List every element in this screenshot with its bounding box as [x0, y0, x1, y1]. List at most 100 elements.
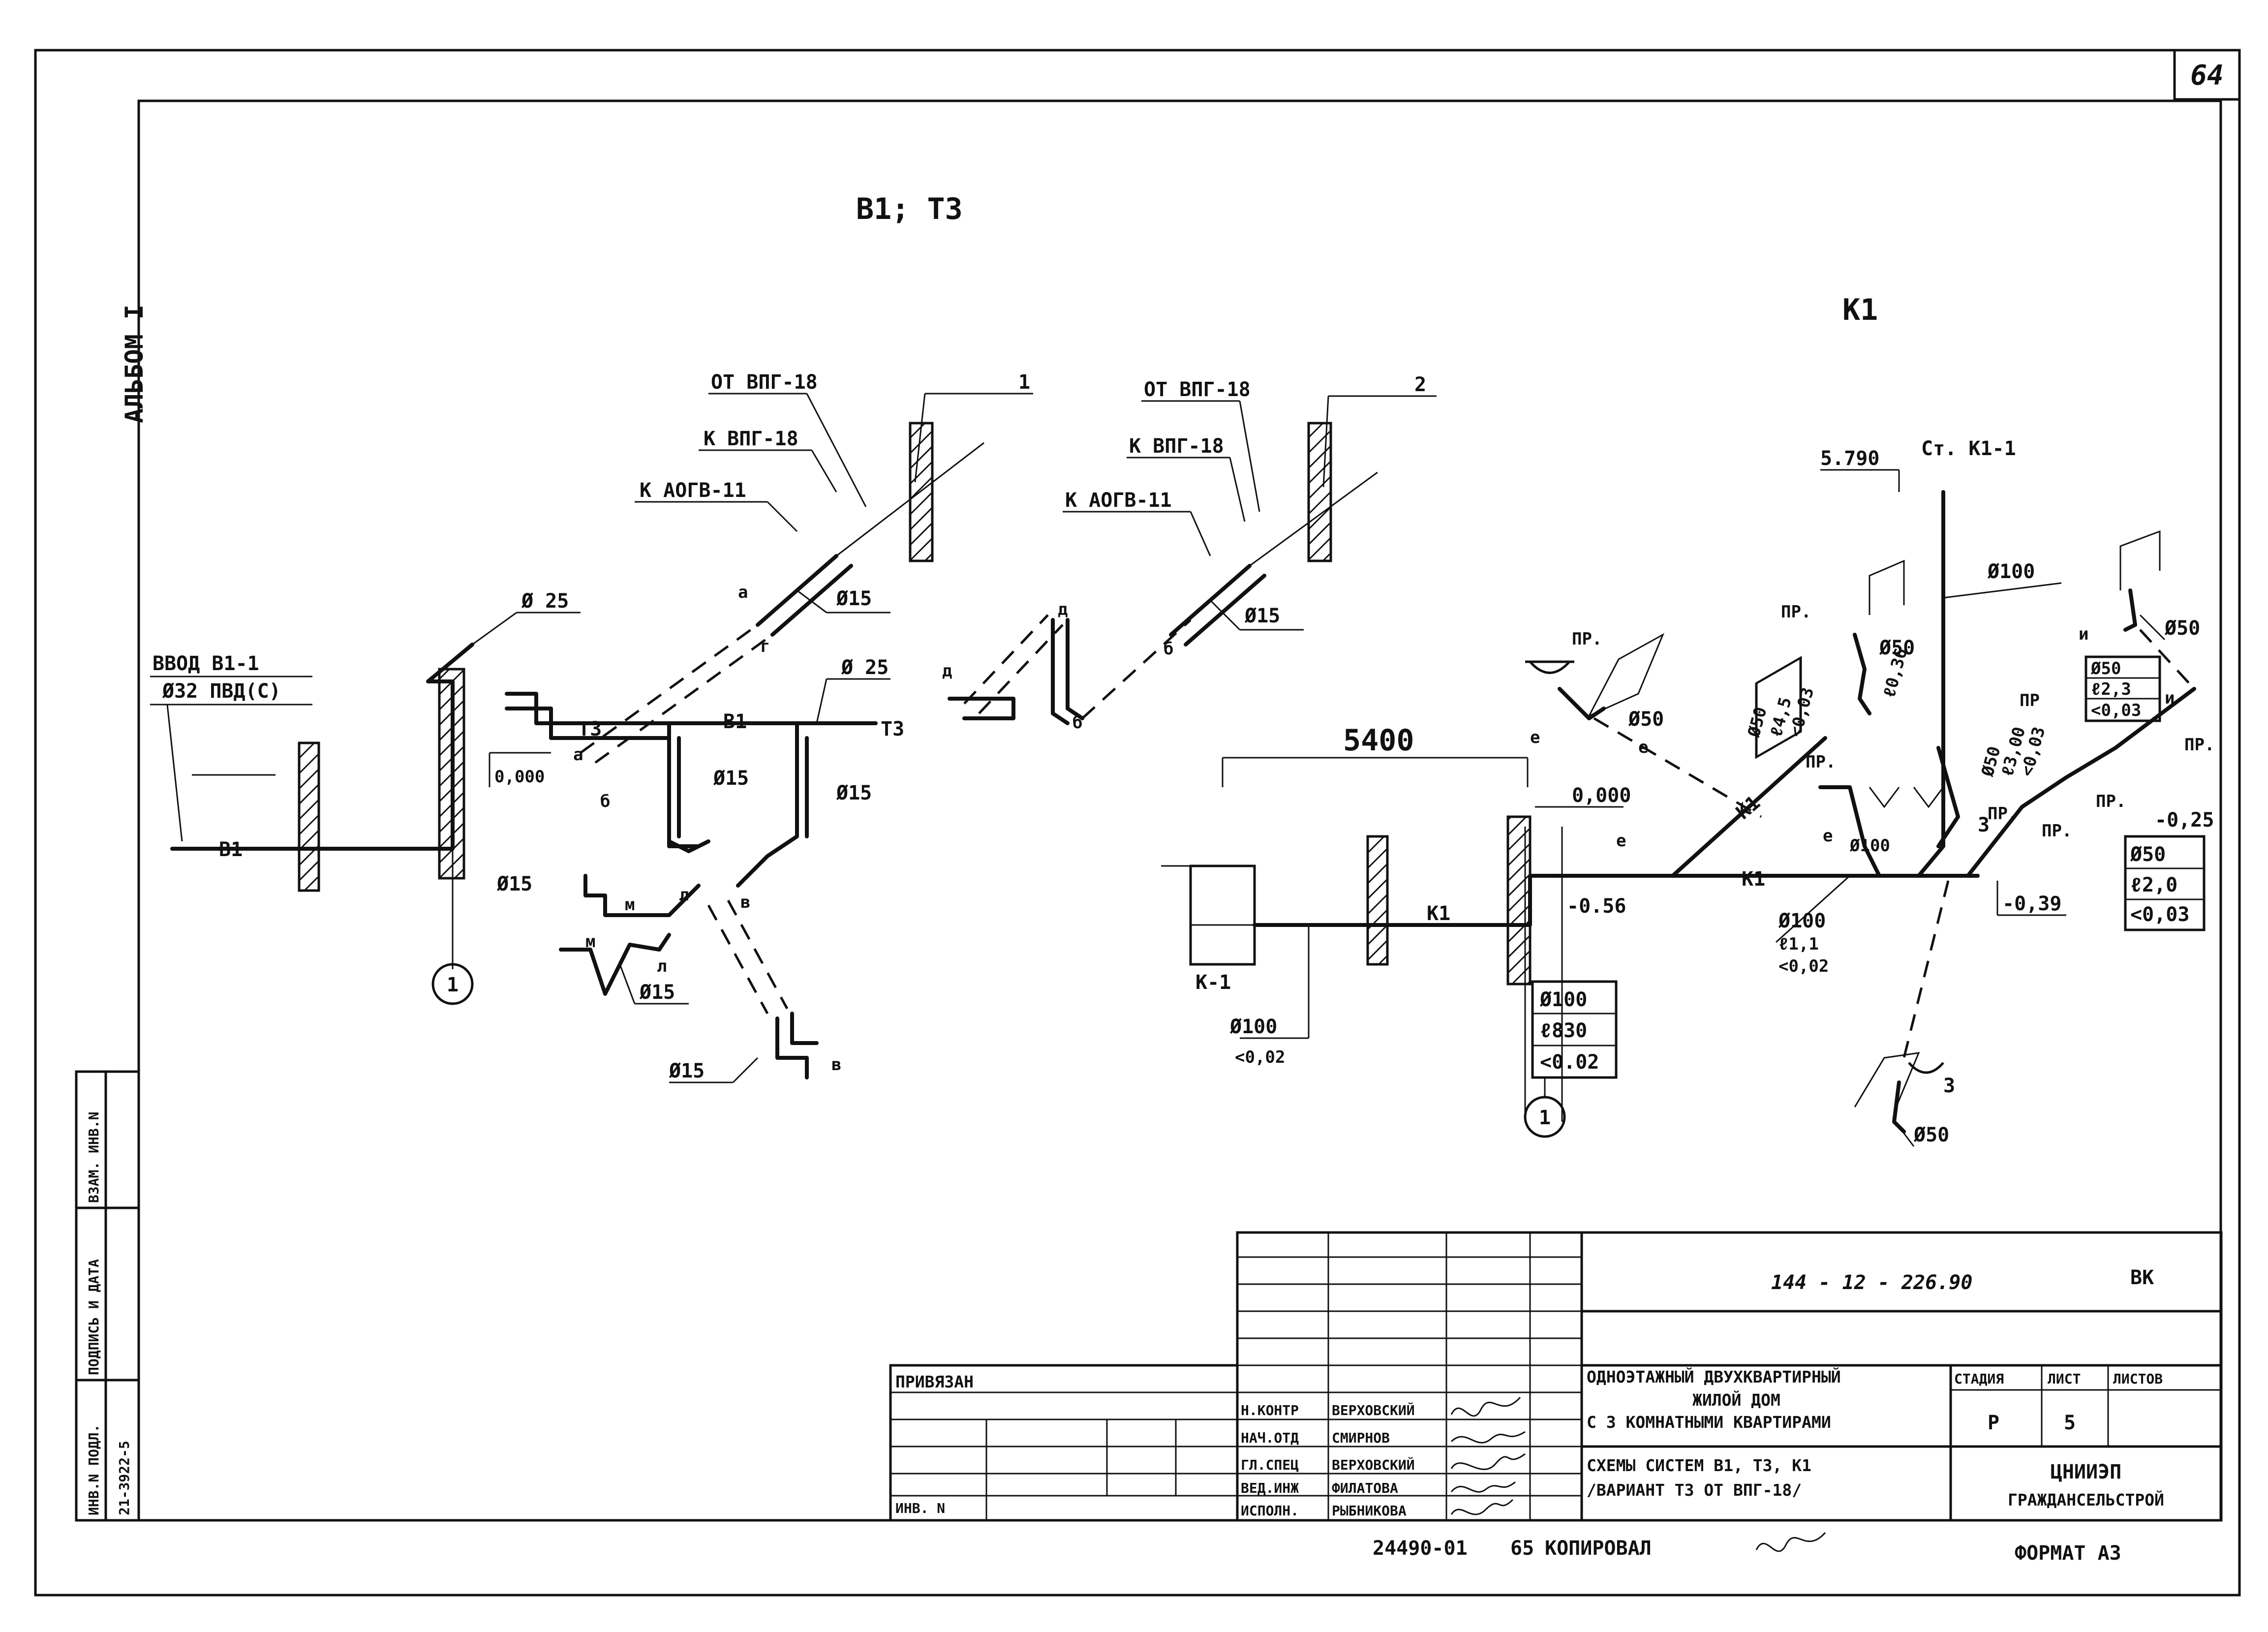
- zero-b1: 0,000: [494, 767, 545, 787]
- pr-c: ПР.: [1806, 752, 1836, 772]
- sheet-number: 64: [2190, 60, 2223, 92]
- label-e1: е: [1530, 728, 1540, 747]
- k-vpg-1: К ВПГ-18: [704, 428, 798, 450]
- role-3: ВЕД.ИНЖ: [1241, 1480, 1299, 1496]
- stamp-inv-value: 21-3922-5: [116, 1441, 132, 1515]
- label-b2: б: [1073, 713, 1082, 733]
- project-title-1: ЖИЛОЙ ДОМ: [1692, 1390, 1780, 1410]
- title-block: ПРИВЯЗАН ИНВ. N Н.КОНТР ВЕРХОВСКИЙ НАЧ.О…: [889, 1231, 2223, 1522]
- outer-frame: [34, 49, 2241, 1597]
- spec-i: [2084, 655, 2161, 722]
- ot-vpg-2: ОТ ВПГ-18: [1144, 378, 1251, 401]
- project-title-0: ОДНОЭТАЖНЫЙ ДВУХКВАРТИРНЫЙ: [1587, 1367, 1841, 1386]
- inv-n: ИНВ. N: [895, 1500, 945, 1516]
- k-1-label: К-1: [1195, 971, 1231, 994]
- label-a1: а: [573, 745, 583, 765]
- elev-m039: -0,39: [2002, 893, 2061, 915]
- pr-h: ПР.: [2096, 792, 2126, 811]
- album-label: АЛЬБОМ I: [120, 305, 149, 423]
- l003d: <0,03: [2130, 903, 2189, 926]
- list-value: 5: [2064, 1412, 2076, 1434]
- well-k1: [1189, 864, 1256, 966]
- b1-main-label: В1: [219, 838, 243, 861]
- name-1: СМИРНОВ: [1332, 1430, 1390, 1446]
- l003c: <0,03: [2091, 701, 2141, 720]
- callout-circle-1-left: [431, 963, 474, 1005]
- vvod-label: ВВОД В1-1: [153, 652, 259, 675]
- name-3: ФИЛАТОВА: [1332, 1480, 1398, 1496]
- label-e4: е: [1616, 831, 1626, 851]
- label-e2: е: [1823, 826, 1833, 846]
- label-g1: г: [760, 637, 770, 656]
- label-v1: в: [740, 893, 750, 912]
- label-v-up: б: [1164, 639, 1173, 659]
- zero-k1: 0,000: [1572, 784, 1631, 807]
- signature-1: [1450, 1431, 1526, 1444]
- dim-5400: 5400: [1343, 723, 1414, 758]
- k1-outlet: К1: [1427, 902, 1450, 925]
- bottom-code: 24490-01: [1373, 1537, 1468, 1560]
- label-a2: а: [738, 583, 748, 602]
- pr-e: ПР: [2020, 691, 2040, 710]
- k-aogv-2: К АОГВ-11: [1065, 489, 1172, 512]
- d15-fixture-v: Ø15: [669, 1060, 705, 1082]
- label-m2: м: [585, 932, 595, 952]
- d15-lower: Ø15: [496, 873, 532, 895]
- name-4: РЫБНИКОВА: [1332, 1503, 1407, 1519]
- doc-mark: ВК: [2130, 1266, 2154, 1289]
- l23: ℓ2,3: [2091, 679, 2131, 699]
- spec-e: [1755, 655, 1802, 759]
- l830-spec: ℓ830: [1540, 1019, 1587, 1042]
- role-4: ИСПОЛН.: [1241, 1503, 1299, 1519]
- pr-f: ПР.: [2042, 821, 2072, 841]
- copied-signature: [1755, 1532, 1826, 1552]
- label-v2: в: [831, 1055, 841, 1075]
- l20: ℓ2,0: [2130, 874, 2177, 896]
- label-m1: м: [625, 895, 635, 915]
- slope-outlet: <0,02: [1235, 1047, 1285, 1067]
- d25b-label: Ø 25: [841, 656, 889, 679]
- b1-label: В1: [723, 710, 747, 733]
- stamp-inv: ИНВ.N ПОДЛ.: [86, 1424, 102, 1515]
- circle-1-left: 1: [447, 974, 459, 996]
- d15-fixture-m: Ø15: [639, 981, 675, 1004]
- format-label: ФОРМАТ А3: [2015, 1542, 2121, 1565]
- privyazan: ПРИВЯЗАН: [895, 1372, 974, 1391]
- signature-2: [1450, 1453, 1526, 1470]
- circle-1-right: 1: [1539, 1107, 1551, 1129]
- callout-circle-1-right: [1524, 1096, 1566, 1138]
- ot-vpg-1: ОТ ВПГ-18: [711, 371, 818, 394]
- d100-spec: Ø100: [1539, 988, 1587, 1011]
- label-i2: и: [2165, 688, 2175, 708]
- label-d1: д: [942, 661, 952, 681]
- vvod-pipe: Ø32 ПВД(С): [162, 680, 281, 703]
- call-1: 1: [1018, 371, 1030, 394]
- lists-label: ЛИСТОВ: [2113, 1371, 2163, 1387]
- sheet-title-0: СХЕМЫ СИСТЕМ В1, Т3, К1: [1587, 1456, 1811, 1475]
- d50-spec-i: Ø50: [2090, 659, 2121, 678]
- k1-main: К1: [1742, 868, 1765, 891]
- d50-c: Ø50: [1879, 637, 1915, 659]
- k1-title: К1: [1842, 293, 1878, 327]
- d50-f: Ø50: [2130, 843, 2166, 866]
- label-3a: 3: [1978, 814, 1990, 836]
- sheet-number-box: [2173, 49, 2241, 101]
- d15-riser1: Ø15: [713, 767, 749, 790]
- wall-k1-a: [1366, 835, 1389, 966]
- wall-upper-2: [1307, 422, 1332, 562]
- signature-4: [1450, 1499, 1514, 1515]
- spec-right: [2124, 835, 2206, 931]
- label-e3: е: [1638, 738, 1648, 757]
- org-1: ГРАЖДАНСЕЛЬСТРОЙ: [2008, 1490, 2164, 1509]
- sheet-title-1: /ВАРИАНТ Т3 ОТ ВПГ-18/: [1587, 1480, 1802, 1500]
- t3-right-label: Т3: [881, 718, 904, 740]
- signature-0: [1450, 1397, 1521, 1417]
- pr-a: ПР.: [1572, 629, 1602, 649]
- role-2: ГЛ.СПЕЦ: [1241, 1457, 1299, 1473]
- d15-upper2: Ø15: [1244, 605, 1280, 627]
- org-0: ЦНИИЭП: [2051, 1461, 2122, 1483]
- name-0: ВЕРХОВСКИЙ: [1332, 1402, 1415, 1418]
- elev-5790: 5.790: [1820, 447, 1879, 470]
- d15-upper1: Ø15: [836, 587, 872, 610]
